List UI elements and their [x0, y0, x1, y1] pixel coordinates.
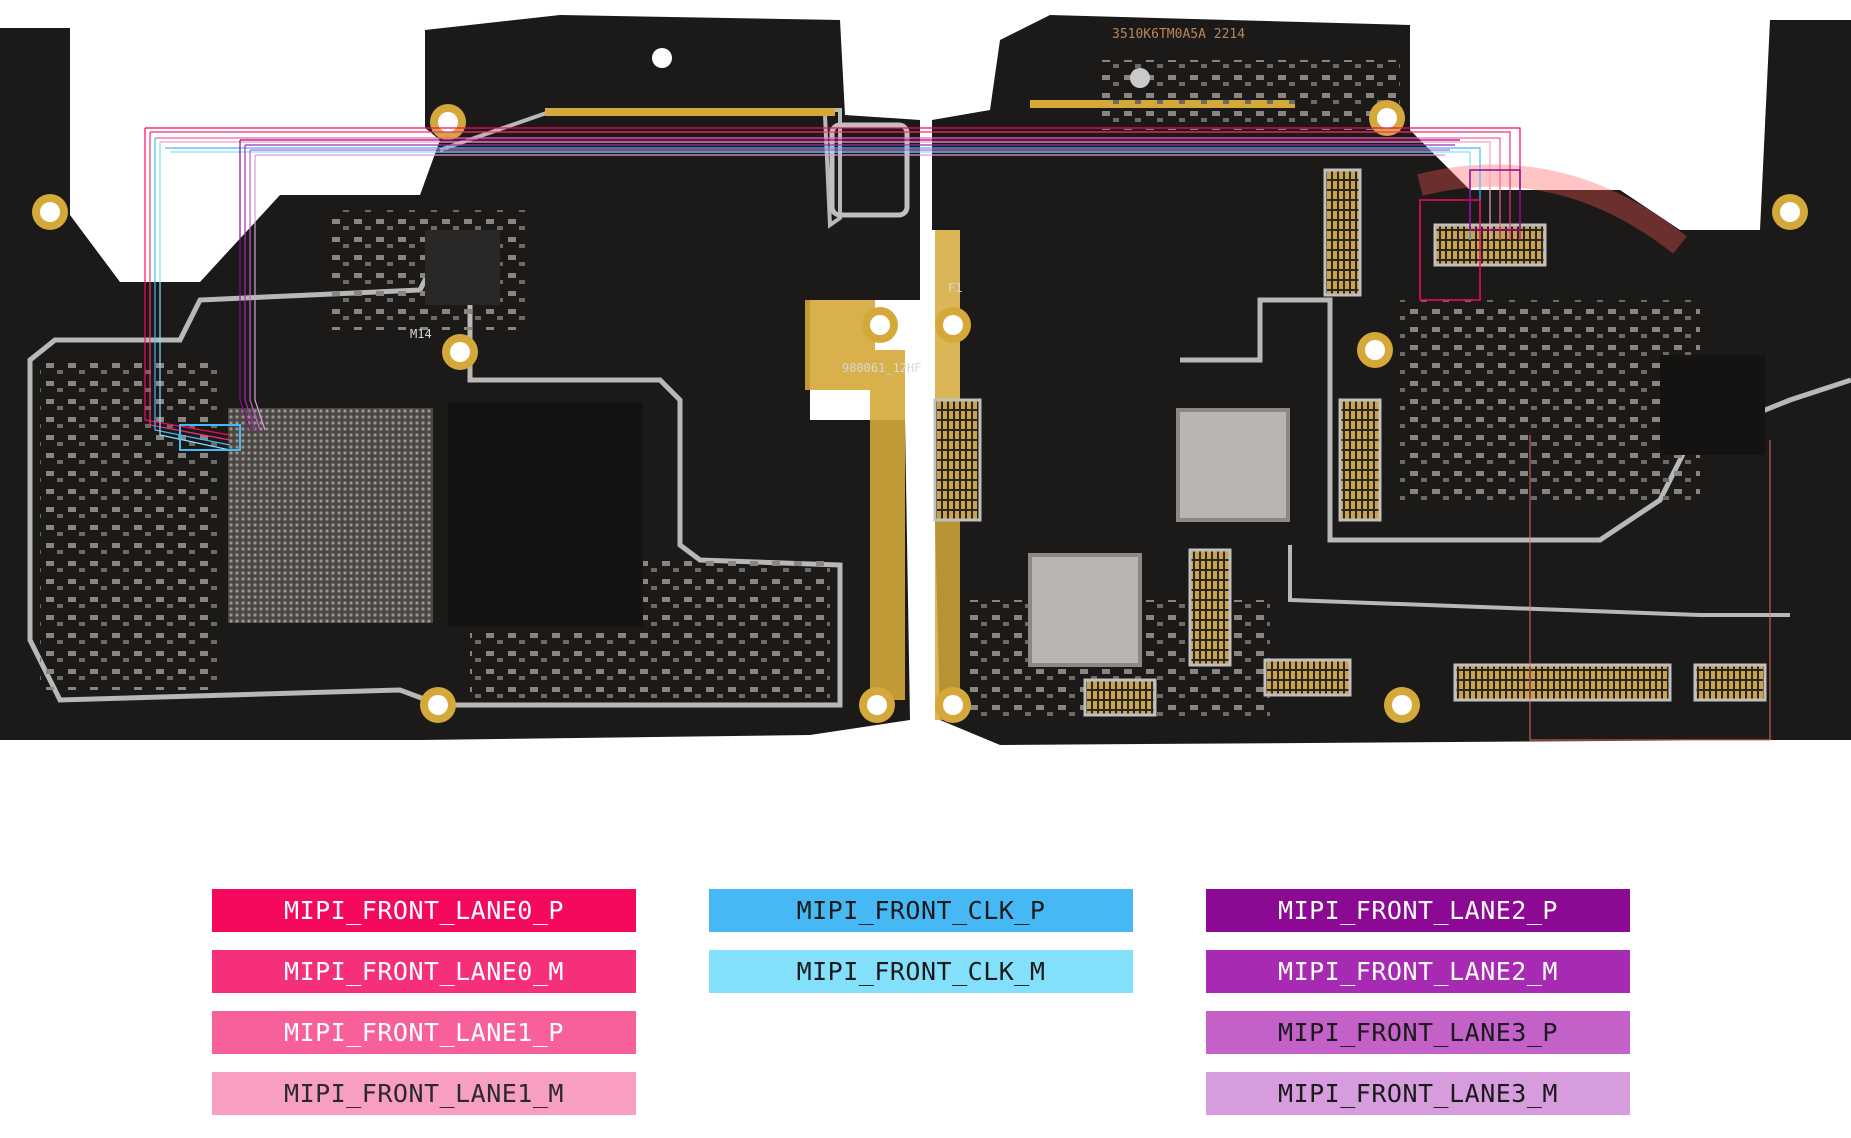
legend-label: MIPI_FRONT_LANE2_P: [1278, 896, 1558, 925]
left-shield-inner: [439, 108, 842, 229]
legend-mipi-front-lane0-p: MIPI_FRONT_LANE0_P: [212, 889, 636, 932]
legend-mipi-front-lane3-p: MIPI_FRONT_LANE3_P: [1206, 1011, 1630, 1054]
trace-lane1-p: [155, 137, 1501, 240]
legend-label: MIPI_FRONT_LANE2_M: [1278, 957, 1558, 986]
shield-can-1: [1176, 408, 1290, 522]
connector-bottom-small-3: [1083, 678, 1157, 717]
top-connector: [829, 122, 910, 218]
connector-left-vertical: [933, 398, 982, 522]
legend-label: MIPI_FRONT_LANE0_M: [284, 957, 564, 986]
right-board-outline: [932, 15, 1851, 745]
legend-mipi-front-lane2-m: MIPI_FRONT_LANE2_M: [1206, 950, 1630, 993]
legend-label: MIPI_FRONT_CLK_M: [796, 957, 1046, 986]
pcb-board-diagram: M14 980061_12HF F: [0, 15, 1851, 745]
legend-label: MIPI_FRONT_LANE0_P: [284, 896, 564, 925]
left-board: M14 980061_12HF: [0, 15, 921, 740]
small-ic: [425, 230, 500, 305]
connector-bottom-center: [1188, 548, 1232, 667]
legend-mipi-front-lane2-p: MIPI_FRONT_LANE2_P: [1206, 889, 1630, 932]
legend-mipi-front-clk-p: MIPI_FRONT_CLK_P: [709, 889, 1133, 932]
legend-mipi-front-clk-m: MIPI_FRONT_CLK_M: [709, 950, 1133, 993]
silk-board-code: 980061_12HF: [842, 361, 921, 375]
watermark-arc: [1417, 164, 1687, 254]
legend-label: MIPI_FRONT_LANE3_P: [1278, 1018, 1558, 1047]
legend-label: MIPI_FRONT_LANE1_P: [284, 1018, 564, 1047]
legend-mipi-front-lane1-m: MIPI_FRONT_LANE1_M: [212, 1072, 636, 1115]
connector-top-vertical: [1323, 168, 1362, 297]
connector-mid-vertical: [1338, 398, 1382, 522]
left-gold-tab: [805, 300, 905, 700]
connector-bottom-small-1: [1263, 658, 1352, 697]
legend-mipi-front-lane0-m: MIPI_FRONT_LANE0_M: [212, 950, 636, 993]
trace-lane1-m: [160, 141, 1491, 240]
silk-m14: M14: [410, 327, 432, 341]
silk-f1: F1: [948, 281, 962, 295]
connector-bottom-long: [1453, 663, 1672, 702]
legend-mipi-front-lane1-p: MIPI_FRONT_LANE1_P: [212, 1011, 636, 1054]
legend-label: MIPI_FRONT_CLK_P: [796, 896, 1046, 925]
right-shield-trace-2: [1288, 545, 1790, 617]
soc-bga-chip: [228, 408, 433, 623]
left-gold-strip: [545, 108, 835, 116]
connector-bottom-small-2: [1693, 663, 1767, 702]
legend-mipi-front-lane3-m: MIPI_FRONT_LANE3_M: [1206, 1072, 1630, 1115]
trace-lane0-m: [150, 131, 1511, 240]
shield-can-2: [1028, 553, 1142, 667]
memory-chip: [448, 402, 643, 627]
silk-serial: 3510K6TM0A5A 2214: [1112, 27, 1245, 42]
legend-label: MIPI_FRONT_LANE1_M: [284, 1079, 564, 1108]
legend-label: MIPI_FRONT_LANE3_M: [1278, 1079, 1558, 1108]
right-board: F1 3510K6TM0A5A 2214: [932, 15, 1851, 745]
right-ic-large: [1660, 355, 1765, 455]
mipi-traces: [144, 127, 1771, 741]
